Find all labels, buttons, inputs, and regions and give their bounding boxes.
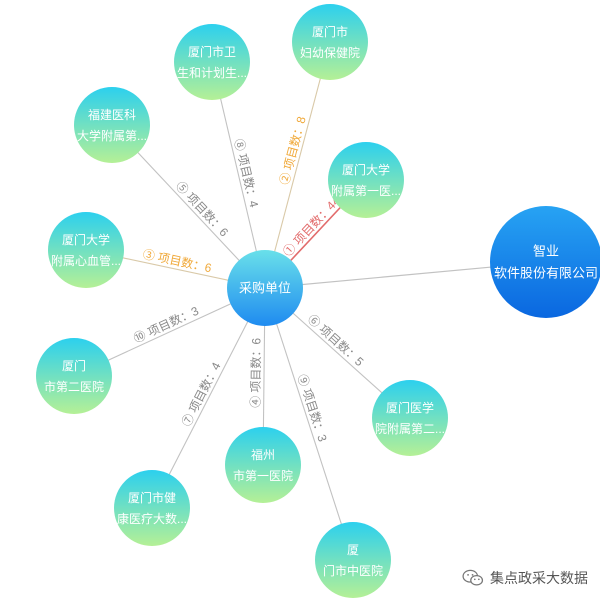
node-xm-zyy-label-2: 门市中医院 — [323, 563, 383, 578]
node-xm-zyy-label-1: 厦 — [347, 543, 359, 557]
edge-label-fz-dy: ④ 项目数：6 — [248, 337, 264, 408]
node-xm-wsjsw-label-2: 生和计划生... — [177, 66, 247, 80]
node-xmdx-dy-label-1: 厦门大学 — [342, 162, 390, 177]
node-fj-ykdx-label-2: 大学附属第... — [77, 128, 147, 143]
center-node[interactable]: 采购单位 — [227, 250, 303, 326]
node-fj-ykdx-label-1: 福建医科 — [88, 107, 136, 122]
node-xm-de-label-1: 厦门 — [62, 358, 86, 373]
wechat-icon — [462, 569, 484, 586]
node-fz-dy-label-1: 福州 — [251, 447, 275, 462]
center-node-circle — [227, 250, 303, 326]
edge-label-xmdx-xxg: ③ 项目数：6 — [141, 246, 213, 275]
node-xm-wsjsw[interactable]: 厦门市卫生和计划生... — [174, 24, 250, 100]
node-fz-dy-label-2: 市第一医院 — [233, 468, 293, 483]
node-xm-jkyl-label-2: 康医疗大数... — [117, 511, 187, 526]
edge-label-xm-yxy: ⑥ 项目数：5 — [305, 311, 367, 369]
node-xmdx-xxg-label-2: 附属心血管... — [51, 253, 121, 268]
node-xmdx-xxg-circle — [48, 212, 124, 288]
node-xm-wsjsw-circle — [174, 24, 250, 100]
edge-label-xm-de: ⑩ 项目数：3 — [131, 303, 201, 346]
node-xmdx-dy-label-2: 附属第一医... — [331, 184, 401, 198]
node-xm-yxy[interactable]: 厦门医学院附属第二... — [372, 380, 448, 456]
supplier-node-label-1: 智业 — [533, 244, 559, 259]
node-xm-fybj-label-1: 厦门市 — [312, 24, 348, 39]
node-xm-fybj-circle — [292, 4, 368, 80]
edge-label-xm-jkyl: ⑦ 项目数：4 — [178, 359, 223, 428]
node-xm-yxy-circle — [372, 380, 448, 456]
watermark: 集点政采大数据 — [458, 566, 592, 590]
node-xm-yxy-label-1: 厦门医学 — [386, 400, 434, 415]
node-xmdx-dy-circle — [328, 142, 404, 218]
node-fj-ykdx[interactable]: 福建医科大学附属第... — [74, 87, 150, 163]
watermark-text: 集点政采大数据 — [490, 570, 588, 586]
edge-label-fj-ykdx: ⑤ 项目数：6 — [173, 178, 232, 240]
center-node-label-1: 采购单位 — [239, 281, 291, 296]
node-fj-ykdx-circle — [74, 87, 150, 163]
node-xm-jkyl-label-1: 厦门市健 — [128, 490, 176, 505]
node-xm-wsjsw-label-1: 厦门市卫 — [188, 44, 236, 59]
node-xm-jkyl[interactable]: 厦门市健康医疗大数... — [114, 470, 190, 546]
edge-label-xmdx-dy: ① 项目数：44 — [280, 193, 344, 259]
edge-label-xm-fybj: ② 项目数：8 — [276, 114, 308, 186]
edge-xm-wsjsw — [211, 61, 266, 289]
node-xm-de-circle — [36, 338, 112, 414]
node-fz-dy-circle — [225, 427, 301, 503]
node-xmdx-dy[interactable]: 厦门大学附属第一医... — [328, 142, 404, 218]
edge-label-xm-wsjsw: ⑧ 项目数：4 — [231, 137, 262, 209]
node-xm-jkyl-circle — [114, 470, 190, 546]
node-xm-yxy-label-2: 院附属第二... — [375, 422, 445, 436]
node-xm-de-label-2: 市第二医院 — [44, 379, 104, 394]
node-xm-zyy-circle — [315, 522, 391, 598]
node-xmdx-xxg[interactable]: 厦门大学附属心血管... — [48, 212, 124, 288]
supplier-node-circle — [490, 206, 600, 318]
edge-xm-fybj — [264, 41, 331, 289]
supplier-node-label-2: 软件股份有限公司 — [494, 266, 598, 281]
edge-xm-jkyl — [151, 287, 266, 509]
edge-xm-zyy — [264, 287, 354, 561]
edge-label-xm-zyy: ⑨ 项目数：3 — [295, 372, 331, 444]
node-xm-fybj-label-2: 妇幼保健院 — [300, 46, 360, 60]
node-xmdx-xxg-label-1: 厦门大学 — [62, 232, 110, 247]
